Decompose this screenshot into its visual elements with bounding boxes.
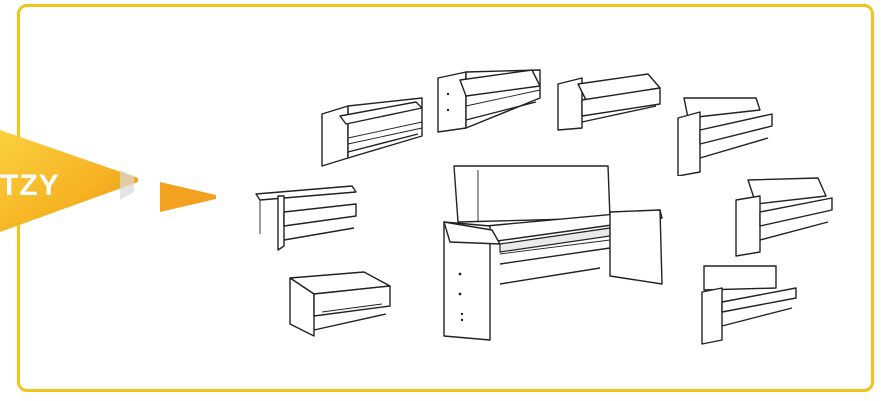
sofa-bed-view-7 [735, 177, 833, 257]
sofa-bed-view-2 [437, 69, 541, 133]
arrow-icon [160, 182, 216, 212]
sofa-bed-view-3 [557, 73, 661, 131]
banner-label: TZY [0, 169, 60, 202]
sofa-bed-view-8 [701, 265, 797, 345]
sofa-bed-view-4 [677, 97, 773, 176]
sofa-bed-view-6 [289, 271, 391, 337]
sofa-bed-view-1 [321, 97, 423, 167]
sofa-bed-main-view [443, 165, 663, 341]
banner-ribbon [0, 130, 138, 232]
sofa-bed-view-5 [255, 185, 357, 251]
